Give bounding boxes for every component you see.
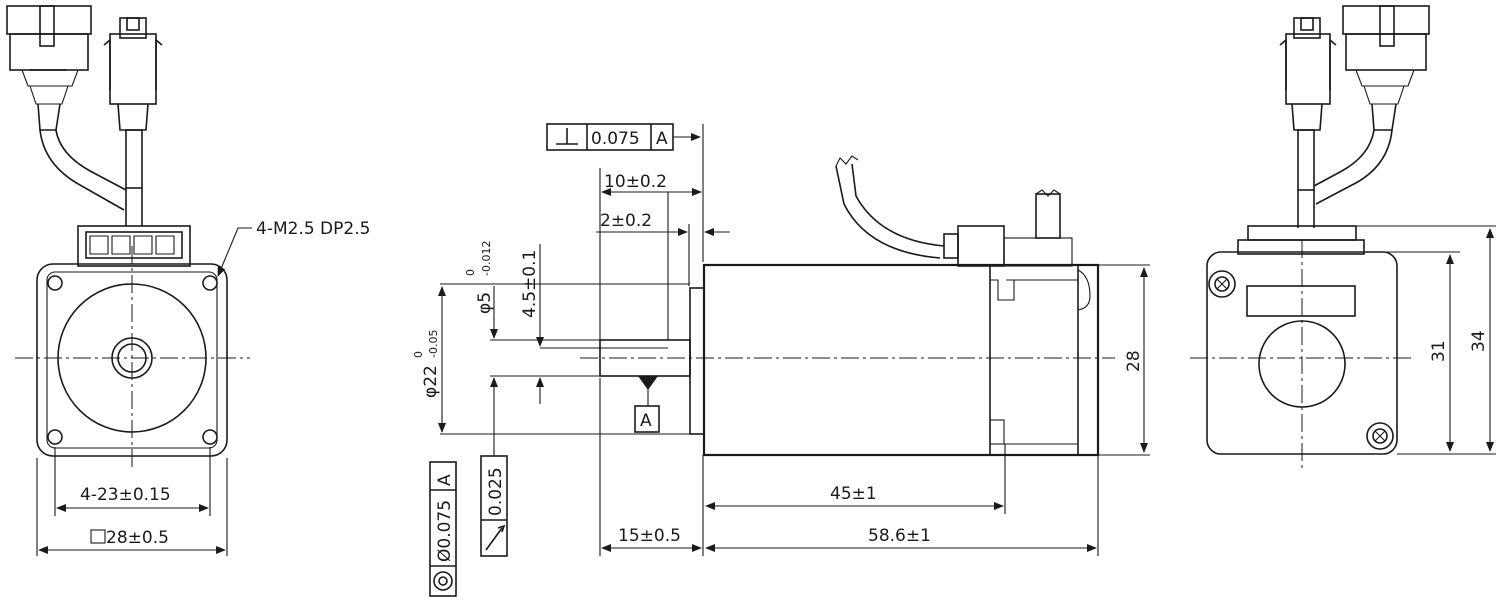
rear-power-connector — [1279, 17, 1337, 228]
nameplate — [1246, 285, 1356, 317]
motor-body — [702, 263, 1100, 457]
bolt-circle-dim: 4-23±0.15 — [80, 485, 171, 505]
power-connector — [103, 17, 163, 226]
svg-text:0.025: 0.025 — [486, 467, 506, 516]
svg-text:A: A — [435, 474, 455, 486]
side-view: 0.075 A 10±0.2 2±0.2 — [412, 123, 1150, 597]
runout-arrow-icon — [485, 527, 503, 551]
svg-text:0.075: 0.075 — [591, 129, 640, 149]
rear-view: 31 34 — [1190, 5, 1496, 470]
runout-frame: 0.025 — [480, 455, 508, 557]
svg-text:0: 0 — [412, 351, 425, 358]
key-length-dim: 2±0.2 — [600, 211, 652, 231]
svg-text:A: A — [640, 411, 652, 431]
height-31-dim: 31 — [1429, 340, 1449, 362]
svg-text:Ø0.075: Ø0.075 — [435, 500, 455, 562]
rear-encoder-connector — [1313, 5, 1430, 205]
shaft-dia-dim: φ5 — [475, 292, 495, 314]
height-34-dim: 34 — [1469, 330, 1489, 352]
terminal-block — [77, 225, 191, 267]
square-symbol-icon — [90, 529, 106, 544]
overall-length-dim: 58.6±1 — [868, 526, 931, 546]
height-28-dim: 28 — [1124, 350, 1144, 372]
concentricity-frame: A Ø0.075 — [429, 461, 457, 597]
perpendicularity-frame: 0.075 A — [546, 123, 701, 151]
shaft-extension-dim: 15±0.5 — [618, 526, 681, 546]
pilot-dia-dim: φ22 — [421, 365, 441, 398]
datum-a-box — [634, 405, 660, 433]
encoder-connector — [6, 5, 127, 211]
svg-text:-0.05: -0.05 — [427, 330, 440, 358]
shaft-length-dim: 10±0.2 — [604, 172, 667, 192]
svg-text:0: 0 — [464, 269, 477, 276]
thread-note: 4-M2.5 DP2.5 — [256, 219, 370, 239]
flat-depth-dim: 4.5±0.1 — [520, 250, 540, 318]
front-view: 4-M2.5 DP2.5 4-23±0.15 28±0.5 — [6, 5, 370, 556]
concentricity-icon — [433, 571, 453, 591]
body-length-dim: 45±1 — [830, 484, 877, 504]
square-size-dim: 28±0.5 — [106, 528, 169, 548]
svg-text:-0.012: -0.012 — [480, 241, 493, 276]
svg-text:A: A — [656, 129, 668, 149]
